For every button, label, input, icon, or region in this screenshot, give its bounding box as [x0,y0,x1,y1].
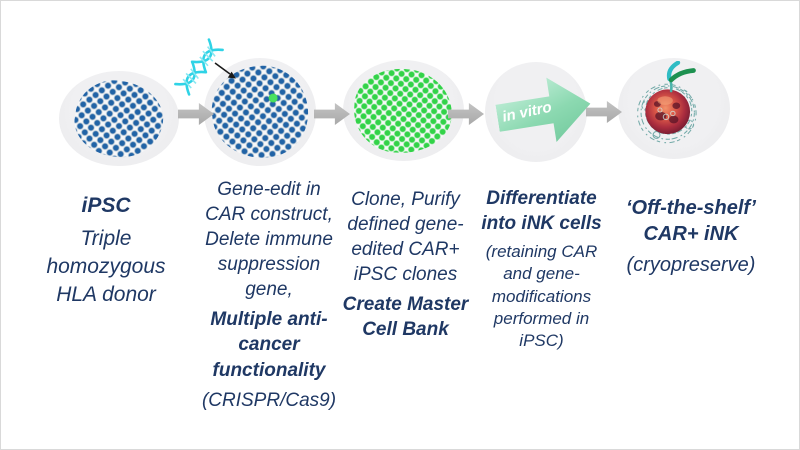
edit-pointer-arrow-icon [213,61,239,83]
edited-green-cell-dot [268,93,279,103]
step-circle-gene-edit [204,58,316,166]
caption-bold-text: Create Master Cell Bank [342,294,469,341]
caption-text: (retaining CAR and gene- modifications p… [485,242,598,350]
caption-text: Gene-edit in CAR construct, Delete immun… [205,179,333,301]
green-clone-cluster-icon [351,65,455,157]
step-circle-clone-bank [343,60,464,161]
caption-bold-text: Differentiate into iNK cells [481,188,602,234]
caption-bold-text: ‘Off-the-shelf’ CAR+ iNK [626,197,756,245]
caption-differentiate: Differentiate into iNK cells (retaining … [469,182,614,357]
in-vitro-arrow-icon: in vitro [492,70,595,152]
caption-ipsc: iPSC Triple homozygous HLA donor [26,187,186,314]
caption-text: (cryopreserve) [626,254,756,276]
dna-helix-icon [167,33,230,101]
caption-clone-bank: Clone, Purify defined gene- edited CAR+ … [333,182,478,347]
step-circle-ipsc [59,71,179,166]
caption-text: Triple homozygous HLA donor [46,226,166,306]
caption-off-the-shelf: ‘Off-the-shelf’ CAR+ iNK (cryopreserve) [607,190,775,283]
caption-bold-text: iPSC [81,194,131,217]
caption-text: Clone, Purify defined gene- edited CAR+ … [347,189,464,286]
blue-cell-cluster-icon [70,75,168,163]
caption-bold-text: Multiple anti- cancer functionality [210,309,328,381]
caption-text: (CRISPR/Cas9) [201,389,337,411]
caption-gene-edit: Gene-edit in CAR construct, Delete immun… [197,172,341,418]
nk-cell-icon [628,60,716,147]
